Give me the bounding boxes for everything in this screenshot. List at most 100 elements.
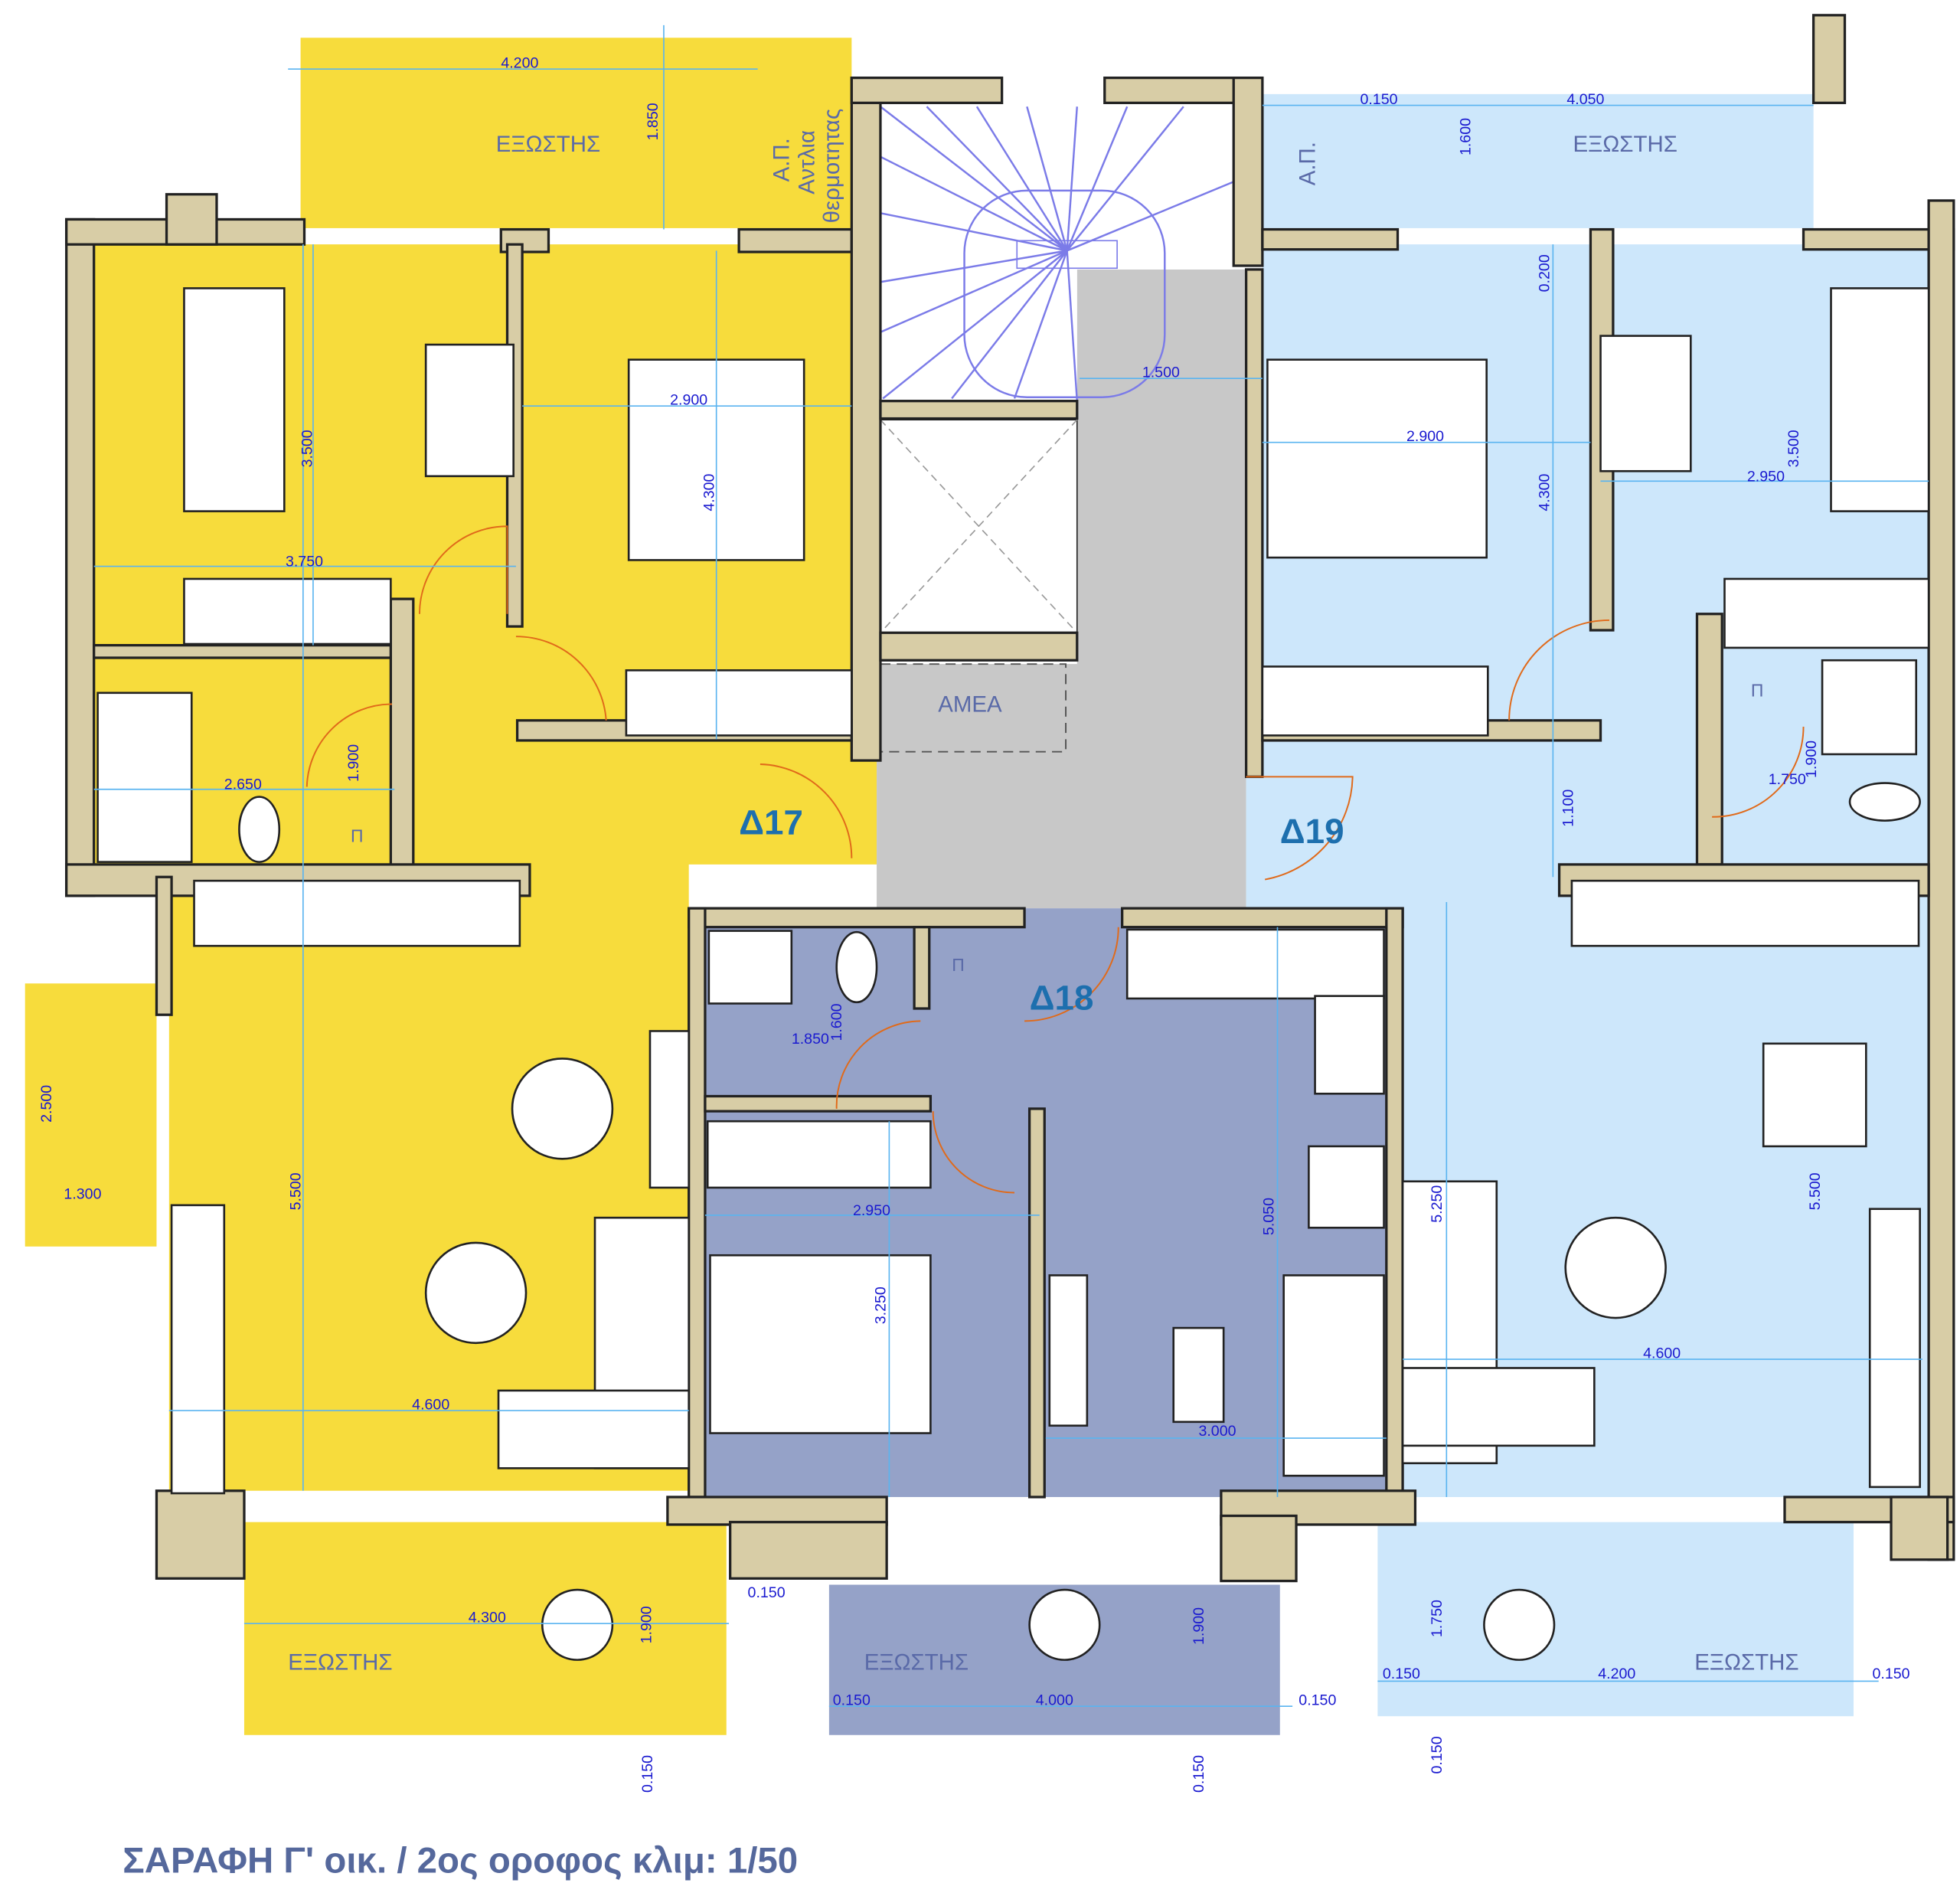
dimension-label: 5.250 (1429, 1185, 1446, 1223)
wall (850, 76, 1004, 104)
plan-line (975, 106, 1068, 252)
wall (1261, 227, 1400, 251)
dimension-lines (93, 25, 1929, 1707)
plan-line (926, 106, 1068, 252)
wall (879, 631, 1079, 662)
wall (1695, 613, 1723, 866)
plan-line (880, 250, 1068, 333)
d18-top (1024, 908, 1122, 933)
storage-label: Π (351, 825, 364, 845)
dimension-label: 2.950 (1747, 468, 1785, 485)
dimension-label: 1.100 (1560, 789, 1577, 827)
dimension-label: 3.000 (1198, 1423, 1236, 1440)
amea-zone (879, 663, 1067, 753)
corridor (877, 269, 1246, 909)
dimension-label: 5.500 (1807, 1172, 1824, 1210)
table (1308, 1145, 1385, 1229)
single-bed (183, 287, 286, 512)
wardrobe (1723, 577, 1930, 649)
dining-table (511, 1058, 614, 1160)
dimension-label: 1.850 (645, 103, 662, 140)
wall (1890, 1496, 1949, 1561)
plan-line (880, 250, 1067, 283)
heat-pump-label: θερμοτητας (819, 109, 844, 224)
wall (879, 400, 1079, 420)
double-bed (1266, 358, 1488, 559)
door-swing (515, 636, 607, 721)
wall (704, 1094, 933, 1113)
desk (1599, 335, 1692, 472)
wardrobe (625, 669, 853, 737)
plan-line (1066, 250, 1078, 401)
dimension-label: 4.000 (1036, 1692, 1073, 1709)
coffee-table (1172, 1326, 1225, 1424)
dimension-label: 5.050 (1261, 1198, 1278, 1235)
single-bed (1830, 287, 1930, 512)
door-swing (1024, 927, 1119, 1022)
door-swing (760, 763, 853, 858)
heat-pump-ap-label: Α.Π. (769, 138, 795, 181)
balcony-table (1483, 1588, 1556, 1661)
storage-label: Π (952, 955, 965, 975)
dining-table (1762, 1042, 1867, 1148)
staircase (879, 106, 1234, 753)
dimension-label: 4.200 (1598, 1666, 1635, 1682)
amea-label: ΑΜΕΑ (938, 691, 1002, 717)
dimension-label: 1.600 (1457, 118, 1474, 155)
stair-area-lower (880, 269, 1077, 401)
wall (389, 597, 415, 870)
wall (1121, 907, 1404, 929)
door-swing (835, 1020, 921, 1109)
dimension-label: 4.050 (1566, 91, 1604, 108)
drawing-title: ΣΑΡΑΦΗ Γ' οικ. / 2ος οροφος κλιμ: 1/50 (122, 1841, 798, 1881)
wall (1927, 199, 1955, 1561)
door-swing (419, 525, 508, 614)
plan-line (1067, 181, 1234, 252)
bathtub (96, 691, 193, 863)
room-labels: ΕΞΩΣΤΗΣ ΕΞΩΣΤΗΣ ΕΞΩΣΤΗΣ ΕΞΩΣΤΗΣ ΕΞΩΣΤΗΣ … (288, 109, 1798, 1675)
dimension-label: 0.150 (1872, 1666, 1909, 1682)
wall (155, 875, 173, 1016)
wall (165, 193, 218, 246)
dimension-label: 0.150 (1360, 91, 1397, 108)
wardrobe (1261, 665, 1489, 737)
dimension-label: 0.200 (1536, 254, 1553, 292)
dimension-label: 0.150 (1383, 1666, 1420, 1682)
wall (737, 227, 853, 253)
kitchen-counter (1314, 995, 1385, 1095)
dimension-label: 2.900 (1406, 428, 1444, 445)
toilet (835, 930, 878, 1004)
kitchen-counter (1570, 879, 1920, 947)
door-swing (1712, 726, 1805, 818)
dimension-label: 4.300 (1536, 473, 1553, 511)
sofa-chaise (1401, 1367, 1596, 1447)
d17-balcony-bottom (243, 1522, 727, 1735)
plan-line (882, 250, 1068, 400)
dimension-label: 2.650 (224, 776, 262, 793)
storage-label: Π (1751, 681, 1764, 701)
dimension-label: 3.500 (299, 430, 315, 467)
dimension-label: 3.250 (872, 1286, 889, 1324)
stair-treads (880, 106, 1234, 401)
dimension-label: 1.750 (1769, 771, 1806, 788)
wardrobe (183, 577, 392, 646)
toilet (238, 796, 281, 863)
kitchen-counter (193, 879, 521, 947)
plan-line (880, 212, 1067, 252)
tv-unit (170, 1204, 226, 1495)
toilet (1848, 782, 1921, 822)
dimension-label: 4.300 (701, 473, 717, 511)
wall (913, 926, 931, 1010)
wall (93, 644, 396, 659)
apartment-label-d19: Δ19 (1280, 812, 1344, 851)
dimension-label: 5.500 (288, 1172, 305, 1210)
furniture (96, 287, 1930, 1661)
wall (688, 907, 707, 1499)
dimension-label: 3.750 (286, 554, 323, 570)
balcony-label: ΕΞΩΣΤΗΣ (288, 1650, 392, 1675)
wardrobe (706, 1120, 932, 1189)
wall (1811, 14, 1847, 104)
wall (688, 907, 1026, 929)
dimension-label: 1.750 (1429, 1600, 1446, 1637)
